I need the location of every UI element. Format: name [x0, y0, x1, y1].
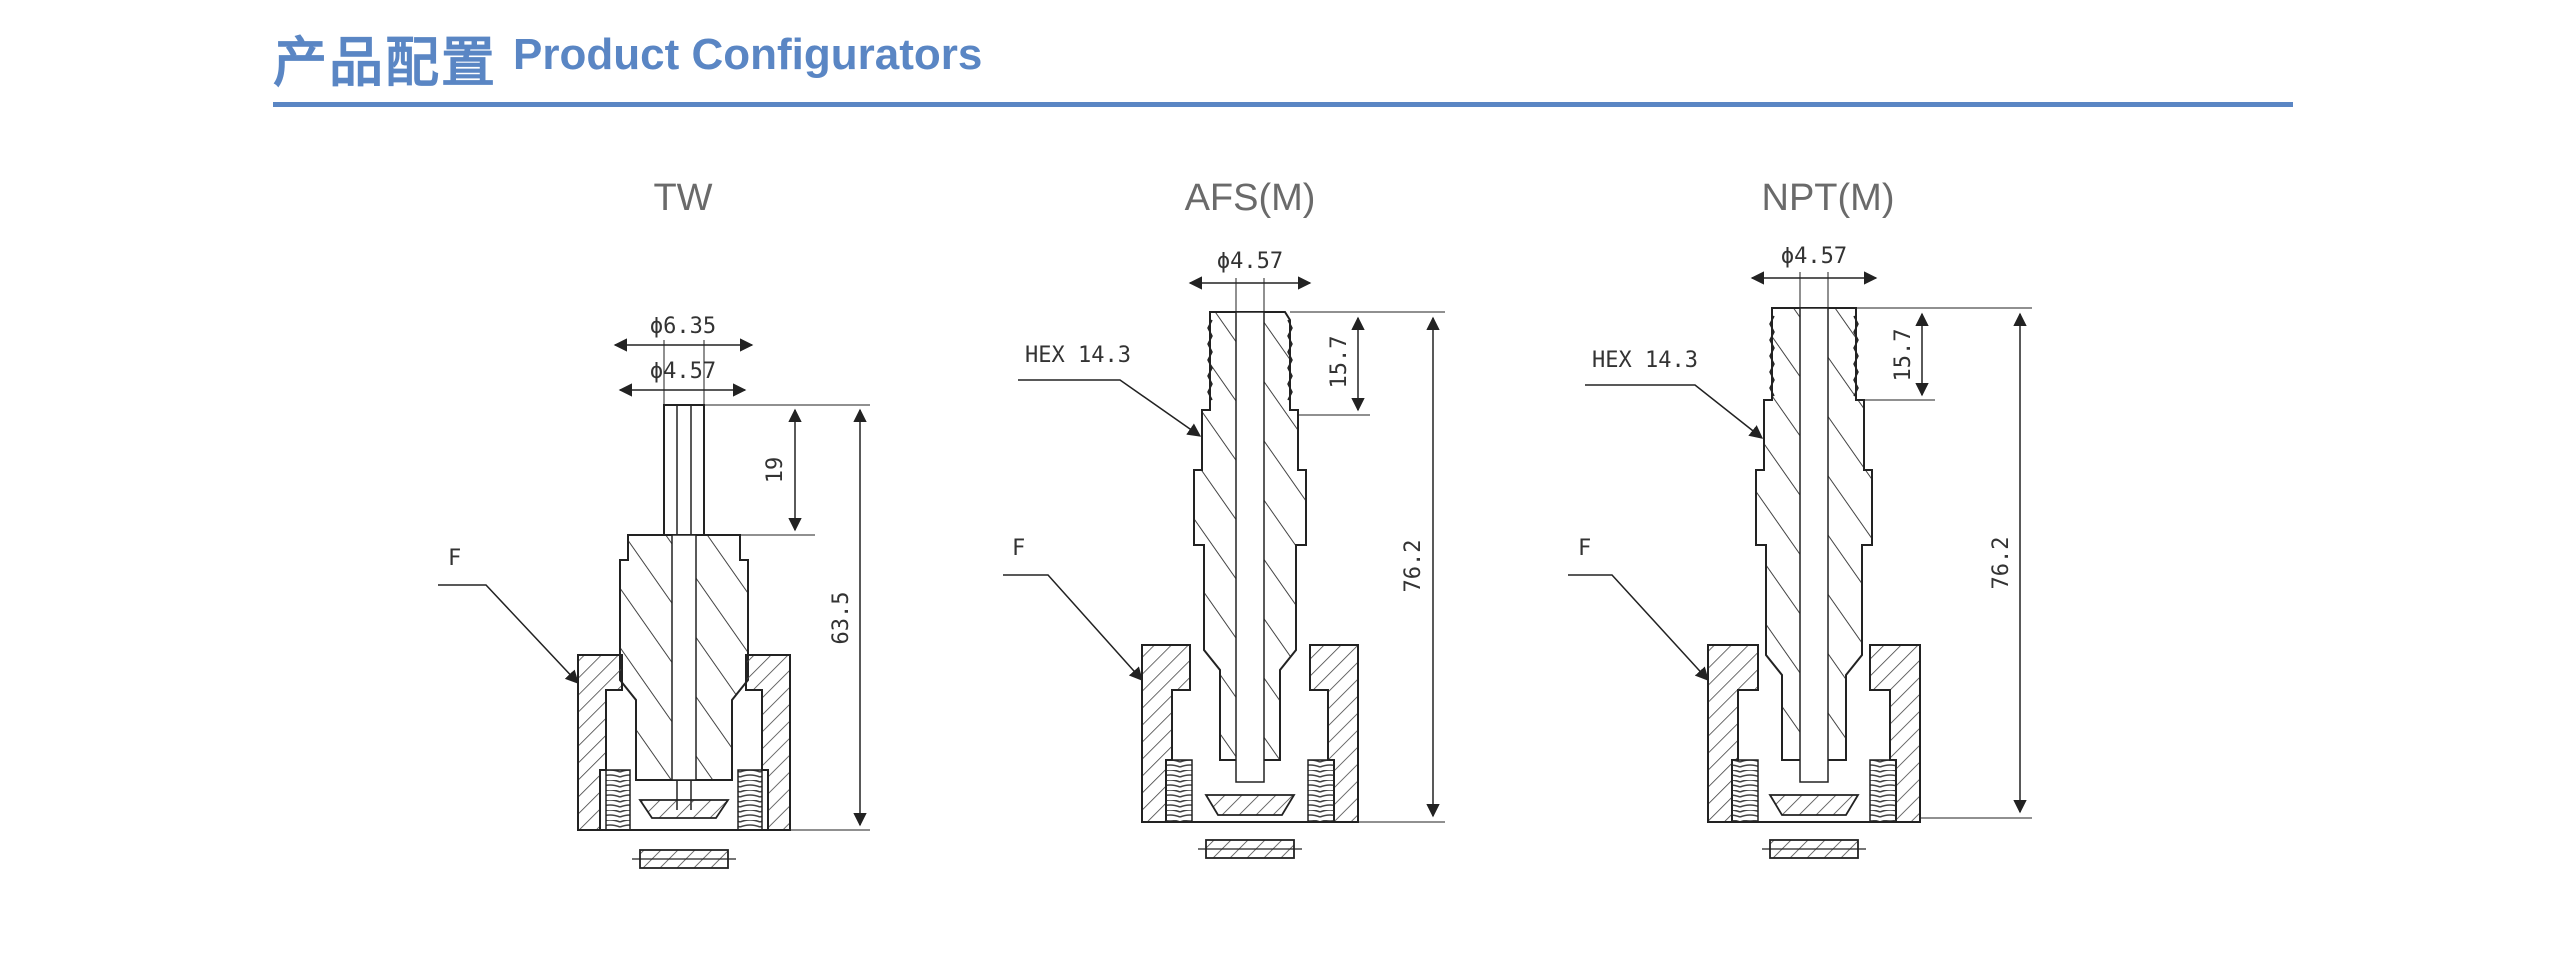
afs-dim-inner-dia: ϕ4.57 [1217, 249, 1283, 274]
afs-dim-upper-length: 15.7 [1327, 336, 1352, 389]
page-title-english: Product Configurators [513, 30, 983, 79]
page-header: 产品配置 Product Configurators [273, 10, 2293, 110]
drawing-afs-m: AFS(M) ϕ4.57 15.7 76.2 HEX 14.3 F [1003, 177, 1445, 859]
npt-callout-hex: HEX 14.3 [1592, 348, 1698, 373]
drawing-npt-m: NPT(M) ϕ4.57 15.7 76.2 HEX 14.3 F [1568, 177, 2032, 859]
tw-tube [663, 404, 705, 536]
drawing-title-tw: TW [653, 177, 712, 219]
tw-dim-overall-length: 63.5 [829, 592, 854, 645]
tw-callout-f: F [448, 546, 461, 571]
drawing-title-npt-m: NPT(M) [1762, 177, 1895, 219]
tw-dim-outer-dia: ϕ6.35 [650, 314, 716, 339]
afs-callout-f: F [1012, 536, 1025, 561]
drawing-tw: TW ϕ6.35 ϕ4.57 19 63.5 F [438, 177, 870, 869]
header-divider [273, 102, 2293, 107]
afs-callout-hex: HEX 14.3 [1025, 343, 1131, 368]
npt-dim-upper-length: 15.7 [1891, 329, 1916, 382]
page-title-chinese: 产品配置 [273, 31, 497, 94]
tw-dim-inner-dia: ϕ4.57 [650, 359, 716, 384]
npt-dim-overall-length: 76.2 [1989, 537, 2014, 590]
tw-dim-upper-length: 19 [763, 457, 788, 484]
npt-callout-f: F [1578, 536, 1591, 561]
drawing-title-afs-m: AFS(M) [1185, 177, 1316, 219]
npt-dim-inner-dia: ϕ4.57 [1781, 244, 1847, 269]
afs-dim-overall-length: 76.2 [1401, 540, 1426, 593]
